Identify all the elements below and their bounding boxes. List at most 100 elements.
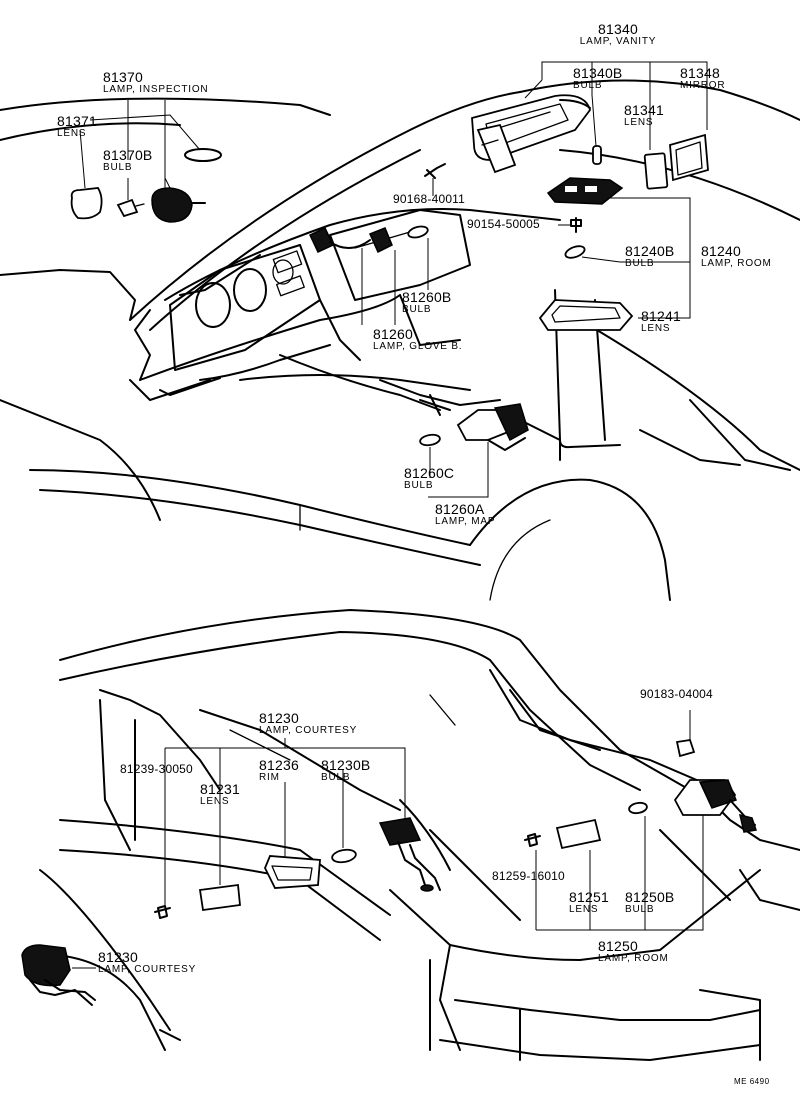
callout-rear-room-lens: 81251 LENS xyxy=(569,890,609,915)
part-number: 81371 xyxy=(57,113,97,129)
callout-vanity-lens: 81341 LENS xyxy=(624,103,664,128)
upper-leader-lines xyxy=(79,61,708,498)
callout-room-bulb: 81240B BULB xyxy=(625,244,674,269)
lower-rear-view xyxy=(21,609,800,1061)
rear-room-lens-icon xyxy=(555,818,602,850)
callout-lamp-rear-room: 81250 LAMP, ROOM xyxy=(598,939,669,964)
lower-leader-lines xyxy=(72,710,704,969)
part-number: 81340B xyxy=(573,65,623,81)
callout-vanity-mirror: 81348 MIRROR xyxy=(680,66,725,91)
part-number: 81250 xyxy=(598,938,638,954)
part-number: 81240B xyxy=(625,243,675,259)
callout-map-bulb: 81260C BULB xyxy=(404,466,454,491)
part-name: LENS xyxy=(641,323,671,334)
inspection-lamp-icon xyxy=(151,187,193,223)
callout-vanity-bulb: 81340B BULB xyxy=(573,66,622,91)
part-name: LAMP, ROOM xyxy=(598,953,669,964)
part-number: 90183-04004 xyxy=(640,687,713,701)
part-number: 81236 xyxy=(259,757,299,773)
vanity-lens-icon xyxy=(643,152,669,190)
callout-lamp-room: 81240 LAMP, ROOM xyxy=(701,244,772,269)
callout-clip: 90183-04004 xyxy=(640,688,713,700)
part-number: 81260A xyxy=(435,501,485,517)
callout-lamp-vanity: 81340 LAMP, VANITY xyxy=(580,22,656,47)
glove-lamp-socket-icon xyxy=(309,227,334,253)
rear-room-bulb-icon xyxy=(628,801,648,815)
part-name: LAMP, VANITY xyxy=(579,36,657,47)
callout-courtesy-lens: 81231 LENS xyxy=(200,782,240,807)
courtesy-lamp-socket-icon xyxy=(378,817,422,846)
courtesy-screw-icon xyxy=(154,905,171,919)
part-number: 81241 xyxy=(641,308,681,324)
part-number: 81260 xyxy=(373,326,413,342)
part-number: 81230B xyxy=(321,757,371,773)
part-number: 81259-16010 xyxy=(492,869,565,883)
callout-screw-room: 90154-50005 xyxy=(467,218,540,230)
part-name: LAMP, ROOM xyxy=(701,258,772,269)
part-name: LENS xyxy=(57,128,87,139)
part-name: MIRROR xyxy=(680,80,726,91)
part-name: RIM xyxy=(259,772,280,783)
part-number: 81239-30050 xyxy=(120,762,193,776)
rear-room-screw-icon xyxy=(524,833,541,847)
callout-lamp-courtesy-door: 81230 LAMP, COURTESY xyxy=(98,950,196,975)
part-name: LAMP, MAP xyxy=(435,516,496,527)
part-name: LAMP, COURTESY xyxy=(259,725,358,736)
part-name: LAMP, INSPECTION xyxy=(103,84,209,95)
callout-room-lens: 81241 LENS xyxy=(641,309,681,334)
room-bulb-icon xyxy=(564,245,586,259)
callout-courtesy-bulb: 81230B BULB xyxy=(321,758,370,783)
part-name: BULB xyxy=(402,304,432,315)
part-number: 81260B xyxy=(402,289,452,305)
part-name: LENS xyxy=(200,796,230,807)
glove-bulb-icon xyxy=(407,225,429,239)
part-number: 81260C xyxy=(404,465,455,481)
courtesy-bulb-icon xyxy=(331,848,357,864)
callout-screw-courtesy: 81239-30050 xyxy=(120,763,193,775)
callout-inspection-bulb: 81370B BULB xyxy=(103,148,152,173)
callout-rear-room-bulb: 81250B BULB xyxy=(625,890,674,915)
part-name: LAMP, GLOVE B. xyxy=(373,341,463,352)
screw-icon xyxy=(424,163,446,179)
part-number: 90154-50005 xyxy=(467,217,540,231)
part-name: LAMP, COURTESY xyxy=(98,964,197,975)
callout-courtesy-rim: 81236 RIM xyxy=(259,758,299,783)
part-name: LENS xyxy=(569,904,599,915)
inspection-lens-icon xyxy=(70,187,103,220)
callout-screw-vanity: 90168-40011 xyxy=(393,193,465,205)
part-name: BULB xyxy=(321,772,351,783)
vanity-mirror-icon xyxy=(669,133,709,182)
part-number: 81370B xyxy=(103,147,153,163)
part-number: 81231 xyxy=(200,781,240,797)
reference-code: ME 6490 xyxy=(734,1077,770,1086)
part-number: 90168-40011 xyxy=(393,192,466,206)
part-name: BULB xyxy=(573,80,603,91)
part-number: 81230 xyxy=(259,710,299,726)
callout-lamp-glove: 81260 LAMP, GLOVE B. xyxy=(373,327,462,352)
courtesy-lens-icon xyxy=(198,883,241,912)
room-screw-icon xyxy=(570,217,582,233)
callout-screw-rear-room: 81259-16010 xyxy=(492,870,565,882)
part-number: 81340 xyxy=(598,21,638,37)
part-number: 81348 xyxy=(680,65,720,81)
clip-icon xyxy=(675,738,696,758)
callout-lamp-map: 81260A LAMP, MAP xyxy=(435,502,495,527)
upper-interior-view xyxy=(0,79,800,601)
part-number: 81240 xyxy=(701,243,741,259)
part-number: 81230 xyxy=(98,949,138,965)
part-number: 81250B xyxy=(625,889,675,905)
callout-glove-bulb: 81260B BULB xyxy=(402,290,451,315)
part-name: BULB xyxy=(625,904,655,915)
part-name: BULB xyxy=(404,480,434,491)
map-bulb-icon xyxy=(419,433,441,447)
callout-lamp-inspection: 81370 LAMP, INSPECTION xyxy=(103,70,208,95)
part-number: 81370 xyxy=(103,69,143,85)
part-number: 81251 xyxy=(569,889,609,905)
callout-inspection-lens: 81371 LENS xyxy=(57,114,97,139)
part-name: LENS xyxy=(624,117,654,128)
vanity-bulb-icon xyxy=(592,145,602,165)
part-name: BULB xyxy=(625,258,655,269)
callout-lamp-courtesy-top: 81230 LAMP, COURTESY xyxy=(259,711,357,736)
inspection-bulb-icon xyxy=(116,198,139,218)
